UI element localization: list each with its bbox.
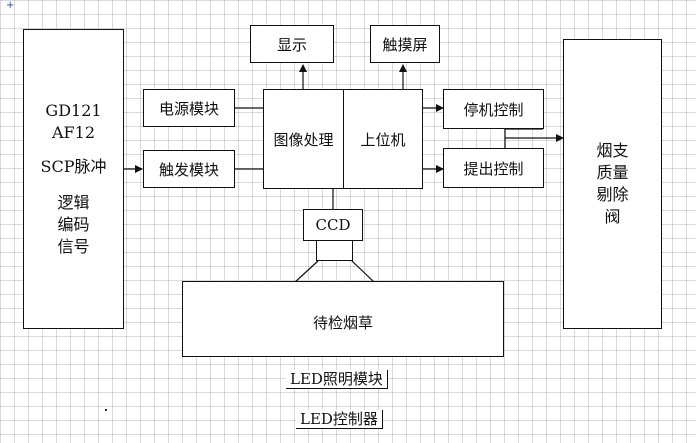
led-lighting-label: LED照明模块 <box>286 370 388 389</box>
ccd-lens <box>316 240 353 261</box>
tobacco-under-test-box: 待检烟草 <box>182 281 504 357</box>
reject-valve-box: 烟支 质量 剔除 阀 <box>563 39 662 329</box>
stray-dot <box>105 409 107 411</box>
left-module-line3: SCP脉冲 <box>40 157 107 176</box>
left-module-line5: 编码 <box>57 215 90 234</box>
display-box: 显示 <box>250 25 334 63</box>
ccd-box: CCD <box>303 209 363 241</box>
valve-line2: 质量 <box>596 163 629 182</box>
left-module-line4: 逻辑 <box>57 193 90 212</box>
reject-control-box: 提出控制 <box>443 148 544 188</box>
valve-line4: 阀 <box>604 207 621 226</box>
left-module-line2: AF12 <box>51 123 95 142</box>
led-controller-label: LED控制器 <box>296 410 383 429</box>
left-module-line6: 信号 <box>57 237 90 256</box>
left-module-line1: GD121 <box>45 101 102 120</box>
trigger-module-box: 触发模块 <box>143 150 235 188</box>
valve-line1: 烟支 <box>596 141 629 160</box>
left-signal-module: GD121 AF12 SCP脉冲 逻辑 编码 信号 <box>23 29 124 329</box>
host-computer-box: 上位机 <box>343 89 423 189</box>
valve-line3: 剔除 <box>596 185 629 204</box>
stop-control-box: 停机控制 <box>443 89 544 129</box>
anchor-mark: + <box>6 0 15 11</box>
touchscreen-box: 触摸屏 <box>370 25 440 63</box>
image-processing-box: 图像处理 <box>263 89 344 189</box>
power-module-box: 电源模块 <box>143 89 235 127</box>
